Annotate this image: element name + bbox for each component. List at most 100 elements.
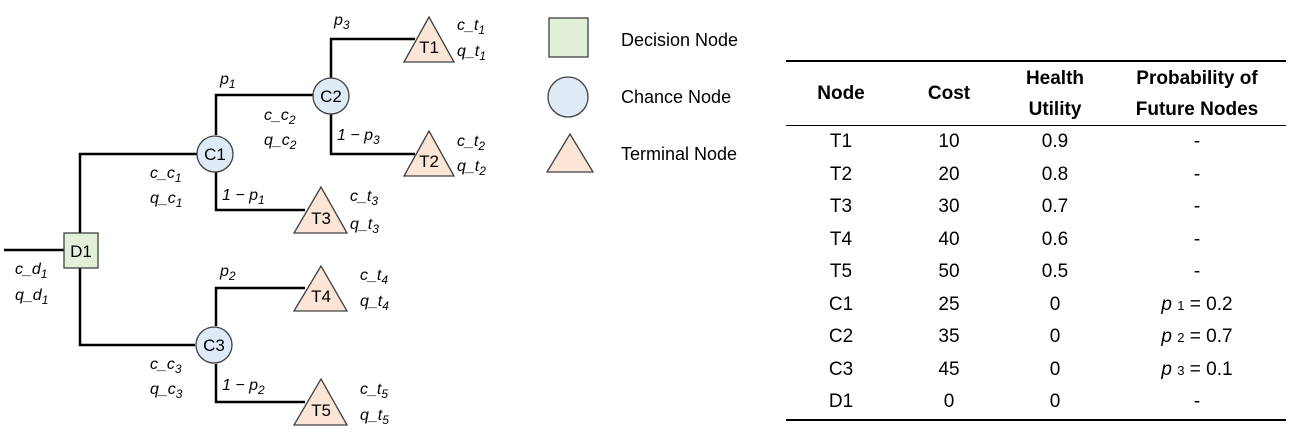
prob-value: = 0.1	[1184, 358, 1233, 380]
branch-probability-labels: p1 1 − p1 p2 1 − p2 p3 1 − p3	[219, 12, 380, 397]
cell-utility: 0	[1049, 358, 1061, 380]
cell-cost: 20	[938, 163, 960, 185]
prob-value: = 0.7	[1184, 326, 1233, 348]
legend-decision-label: Decision Node	[621, 30, 739, 50]
terminal-node-t2	[402, 129, 456, 177]
legend-chance-circle-icon	[547, 76, 589, 118]
table-row: C3 45 0 p 3 = 0.1	[786, 354, 1286, 387]
value-q-t1: q_t1	[457, 43, 486, 63]
value-c-c3: c_c3	[150, 356, 182, 376]
tree-edges	[4, 37, 415, 404]
value-q-t2: q_t2	[457, 158, 486, 178]
cell-cost: 25	[938, 293, 960, 315]
label-d1: D1	[70, 242, 92, 261]
terminal-node-t1	[402, 15, 456, 63]
legend-terminal-label: Terminal Node	[621, 144, 738, 164]
cell-node: T3	[829, 196, 853, 218]
edge-c3-t4	[214, 286, 305, 326]
value-c-d1: c_d1	[15, 261, 47, 281]
cell-probability: -	[1193, 261, 1201, 283]
label-t2: T2	[419, 152, 439, 171]
chance-node-c1	[196, 135, 234, 173]
value-q-c3: q_c3	[150, 381, 183, 401]
header-node: Node	[786, 61, 896, 126]
prob-variable: p	[1161, 326, 1172, 348]
cell-node: C2	[828, 326, 854, 348]
value-q-t4: q_t4	[360, 293, 389, 313]
cell-probability: -	[1193, 228, 1201, 250]
label-c2: C2	[320, 87, 342, 106]
prob-subscript: 2	[1177, 330, 1185, 346]
cell-cost: 10	[938, 131, 960, 153]
value-q-t5: q_t5	[360, 407, 389, 427]
cell-node: C1	[828, 293, 854, 315]
value-q-d1: q_d1	[15, 287, 48, 307]
branch-label-p1: p1	[219, 71, 236, 91]
terminal-node-t4	[292, 264, 349, 312]
value-c-t5: c_t5	[360, 381, 388, 401]
cell-utility: 0	[1049, 293, 1061, 315]
branch-label-p3: p3	[333, 12, 350, 32]
edge-c1-c2	[214, 93, 316, 135]
terminal-node-t3	[292, 185, 349, 234]
chance-node-c3	[195, 326, 233, 364]
cell-node: T5	[829, 261, 853, 283]
table-row: C2 35 0 p 2 = 0.7	[786, 321, 1286, 354]
label-t5: T5	[311, 401, 331, 420]
legend-terminal-triangle-icon	[545, 132, 595, 173]
cell-probability: p 3 = 0.1	[1108, 354, 1286, 387]
node-labels: D1 C1 C2 C3 T1 T2 T3 T4 T5	[70, 38, 439, 420]
value-q-c1: q_c1	[150, 190, 182, 210]
value-q-c2: q_c2	[264, 132, 297, 152]
table-row: T4 40 0.6 -	[786, 224, 1286, 257]
prob-variable: p	[1161, 358, 1172, 380]
branch-label-1-minus-p2: 1 − p2	[222, 377, 265, 397]
cell-node: T1	[829, 131, 853, 153]
cell-cost: 45	[938, 358, 960, 380]
cell-node: T4	[829, 228, 853, 250]
label-c1: C1	[204, 145, 226, 164]
prob-variable: p	[1161, 293, 1172, 315]
edge-c3-t5	[214, 364, 305, 404]
cell-utility: 0	[1049, 326, 1061, 348]
cell-utility: 0.6	[1041, 228, 1069, 250]
cell-probability: -	[1108, 386, 1286, 421]
label-t3: T3	[311, 209, 331, 228]
cell-utility: 0.9	[1041, 131, 1069, 153]
tree-nodes	[63, 15, 456, 426]
prob-subscript: 1	[1177, 297, 1185, 313]
prob-value: = 0.2	[1184, 293, 1233, 315]
value-c-t2: c_t2	[457, 133, 485, 153]
header-cost: Cost	[896, 61, 1002, 126]
table-row: T1 10 0.9 -	[786, 126, 1286, 159]
label-t1: T1	[419, 38, 439, 57]
cell-cost: 50	[938, 261, 960, 283]
cell-cost: 35	[938, 326, 960, 348]
label-t4: T4	[311, 287, 331, 306]
cell-node: D1	[786, 386, 896, 421]
cell-probability: p 1 = 0.2	[1108, 289, 1286, 322]
cell-probability: p 2 = 0.7	[1108, 321, 1286, 354]
cell-cost: 40	[938, 228, 960, 250]
value-c-t1: c_t1	[457, 17, 485, 37]
cell-cost: 0	[896, 386, 1002, 421]
decision-tree: D1 C1 C2 C3 T1 T2 T3 T4 T5 p1 1 − p1 p2 …	[4, 12, 486, 427]
cell-probability: -	[1193, 131, 1201, 153]
cell-probability: -	[1193, 163, 1201, 185]
branch-label-1-minus-p1: 1 − p1	[222, 187, 265, 207]
value-c-c2: c_c2	[264, 107, 296, 127]
cell-node: C3	[828, 358, 854, 380]
branch-label-p2: p2	[219, 263, 236, 283]
chance-node-c2	[312, 77, 350, 115]
prob-subscript: 3	[1177, 362, 1185, 378]
legend-decision-square-icon	[548, 17, 589, 58]
cell-utility: 0	[1002, 386, 1108, 421]
